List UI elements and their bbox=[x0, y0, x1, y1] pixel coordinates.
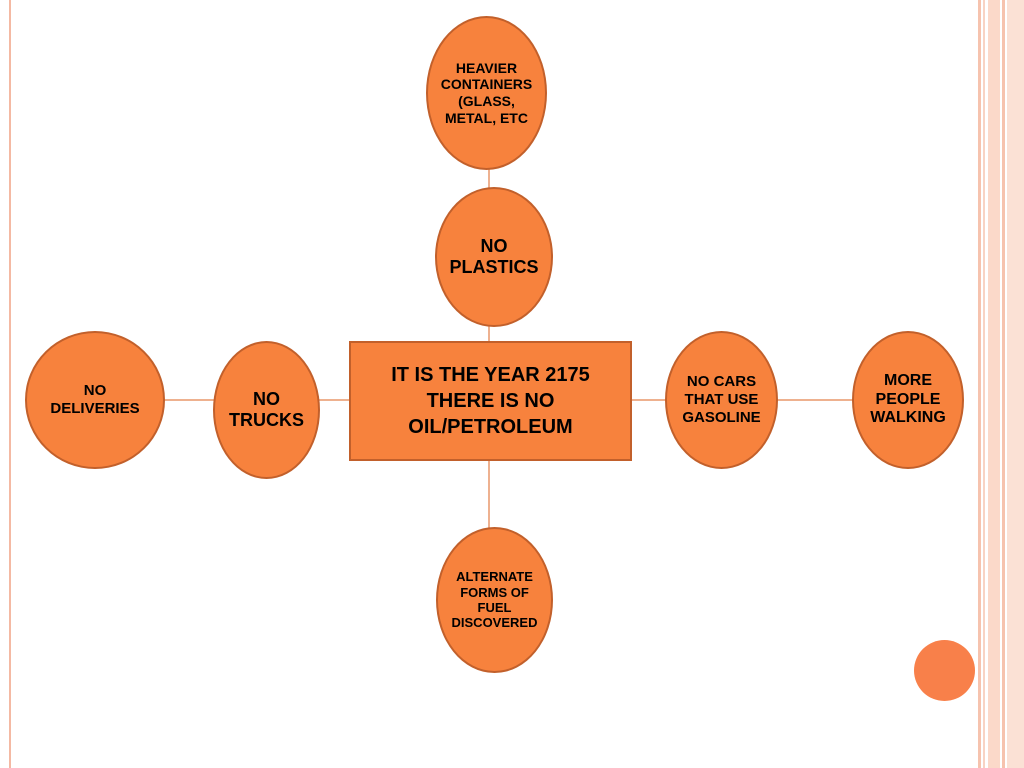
node-heavier-containers: HEAVIER CONTAINERS (GLASS, METAL, ETC bbox=[426, 16, 547, 170]
right-border-stripe bbox=[1002, 0, 1005, 768]
right-border-stripe bbox=[988, 0, 1000, 768]
central-premise-box: IT IS THE YEAR 2175 THERE IS NO OIL/PETR… bbox=[349, 341, 632, 461]
node-no-cars-gasoline: NO CARS THAT USE GASOLINE bbox=[665, 331, 778, 469]
decorative-circle bbox=[914, 640, 975, 701]
node-alternate-fuel: ALTERNATE FORMS OF FUEL DISCOVERED bbox=[436, 527, 553, 673]
node-no-deliveries: NO DELIVERIES bbox=[25, 331, 165, 469]
right-border-stripe bbox=[978, 0, 981, 768]
node-no-plastics: NO PLASTICS bbox=[435, 187, 553, 327]
left-border-line bbox=[9, 0, 11, 768]
node-more-people-walking: MORE PEOPLE WALKING bbox=[852, 331, 964, 469]
node-no-trucks: NO TRUCKS bbox=[213, 341, 320, 479]
right-border-stripe bbox=[1007, 0, 1024, 768]
right-border-stripe bbox=[983, 0, 985, 768]
